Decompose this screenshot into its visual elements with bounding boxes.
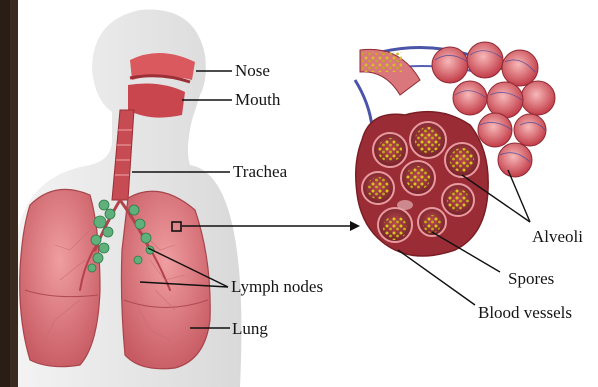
label-lung: Lung (232, 320, 268, 337)
left-lung (20, 189, 100, 366)
label-nose: Nose (235, 62, 270, 79)
label-trachea: Trachea (233, 163, 287, 180)
label-mouth: Mouth (235, 91, 280, 108)
label-lymph-nodes: Lymph nodes (231, 278, 323, 295)
label-spores: Spores (508, 270, 554, 287)
label-blood-vessels: Blood vessels (478, 304, 572, 321)
label-alveoli: Alveoli (532, 228, 583, 245)
oral-cavity (128, 84, 185, 118)
alveoli-cluster (355, 42, 555, 256)
